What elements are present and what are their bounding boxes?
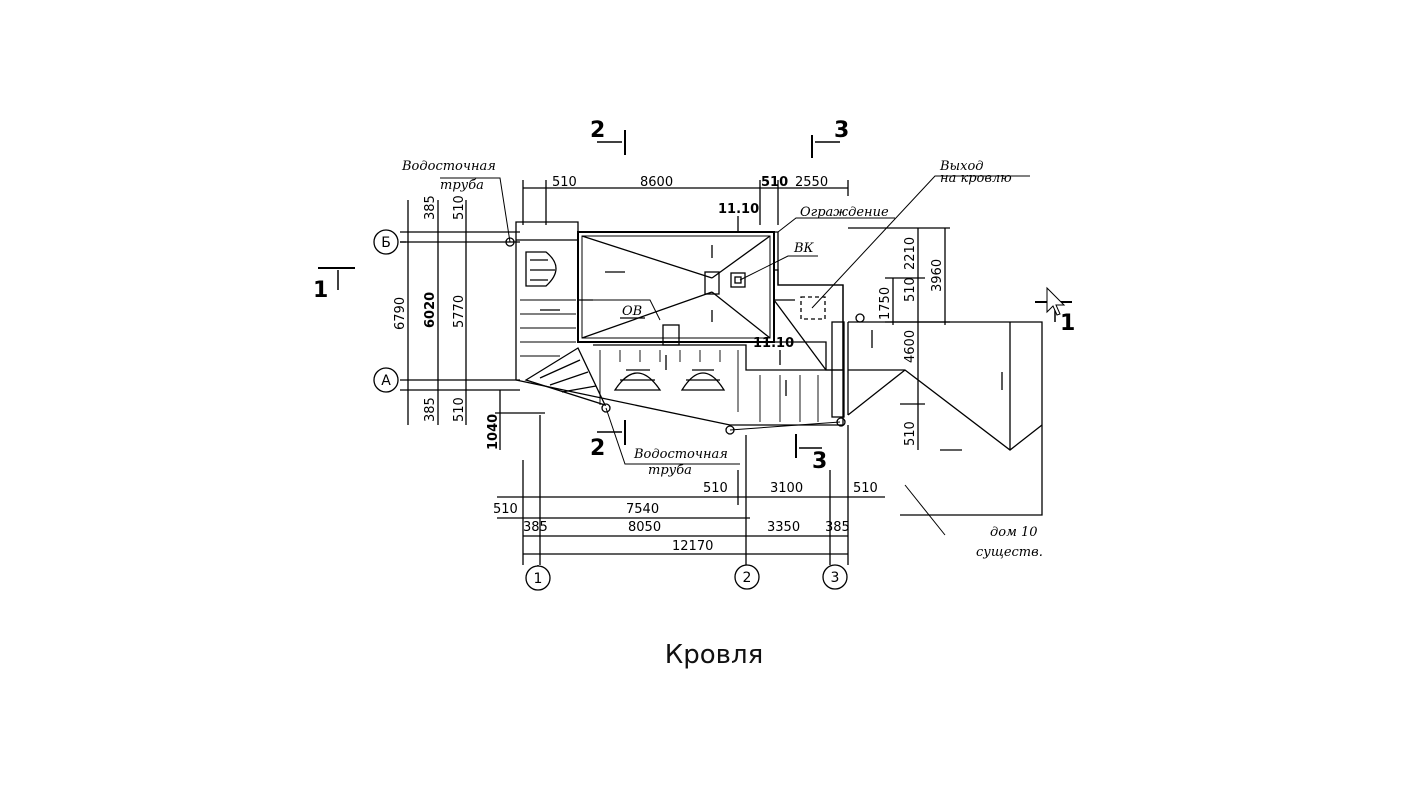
axis-col-2: 2	[743, 570, 752, 586]
drain-pipe-label-bottom-2: труба	[648, 463, 692, 478]
section-mark-3-bottom: 3	[812, 449, 827, 474]
level-mark-top: 11.10	[718, 202, 759, 217]
section-mark-1-right: 1	[1060, 311, 1075, 336]
drawing-caption: Кровля	[664, 640, 764, 670]
dim-left-385b: 385	[423, 397, 438, 422]
axis-row-a: А	[381, 373, 391, 389]
roof-exit-label: Выход	[939, 159, 984, 174]
dim-left-1040: 1040	[486, 414, 501, 450]
roof-exit-hatch	[800, 296, 826, 320]
dormer-lower-right	[680, 372, 726, 391]
section-mark-2-bottom: 2	[590, 436, 605, 461]
vk-label: ВК	[793, 241, 815, 256]
dim-top-2550: 2550	[795, 175, 828, 190]
dormer-left	[525, 251, 557, 287]
axis-bubble-a	[373, 367, 399, 393]
fence-label: Ограждение	[800, 205, 889, 220]
dim-b2-510: 510	[493, 502, 518, 517]
axis-bubble-b	[373, 229, 399, 255]
roof-exit-label-2: на кровлю	[940, 171, 1012, 186]
dim-b1-510b: 510	[853, 481, 878, 496]
axis-col-1: 1	[534, 571, 543, 587]
dim-top-510b: 510	[761, 175, 788, 190]
dim-b3-3350: 3350	[767, 520, 800, 535]
dim-b2-7540: 7540	[626, 502, 659, 517]
vk-box	[730, 272, 746, 288]
drain-pipe-label-bottom: Водосточная	[633, 447, 728, 462]
dim-right-4600: 4600	[903, 330, 918, 363]
drain-pipe-label-top: Водосточная	[401, 159, 496, 174]
dim-left-510b: 510	[452, 397, 467, 422]
house-label: дом 10	[990, 525, 1038, 540]
axis-bubble-1	[525, 565, 551, 591]
dim-b3-385b: 385	[825, 520, 850, 535]
ov-label: ОВ	[622, 304, 642, 319]
axis-col-3: 3	[831, 570, 840, 586]
dim-right-1750: 1750	[878, 287, 893, 320]
dim-left-510a: 510	[452, 195, 467, 220]
dim-right-510: 510	[903, 277, 918, 302]
dim-top-8600: 8600	[640, 175, 673, 190]
house-label-2: существ.	[976, 545, 1043, 560]
dim-b1-3100: 3100	[770, 481, 803, 496]
dim-top-510: 510	[552, 175, 577, 190]
dim-b3-8050: 8050	[628, 520, 661, 535]
axis-row-b: Б	[381, 235, 391, 251]
drain-pipe-label-top-2: труба	[440, 178, 484, 193]
dim-right-2210: 2210	[903, 237, 918, 270]
section-mark-1-left: 1	[313, 278, 328, 303]
dim-b1-510a: 510	[703, 481, 728, 496]
mouse-cursor-icon	[1046, 286, 1066, 316]
dim-right-3960: 3960	[930, 259, 945, 292]
axis-bubble-2	[734, 564, 760, 590]
dim-left-6020: 6020	[423, 292, 438, 328]
section-mark-3-top: 3	[834, 118, 849, 143]
axis-bubble-3	[822, 564, 848, 590]
dim-left-5770: 5770	[452, 295, 467, 328]
dim-right-510b: 510	[903, 421, 918, 446]
dim-b3-385a: 385	[523, 520, 548, 535]
dim-b4-12170: 12170	[672, 539, 713, 554]
section-mark-2-top: 2	[590, 118, 605, 143]
dormer-lower-left	[613, 372, 662, 391]
roof-plan-drawing: Б А 1 2 3 1 1 2 2 3 3 Водосточная труба …	[313, 118, 1075, 591]
dim-left-6790: 6790	[393, 297, 408, 330]
drain-funnel	[704, 271, 720, 295]
level-mark-mid: 11.10	[753, 336, 794, 351]
dim-left-385a: 385	[423, 195, 438, 220]
